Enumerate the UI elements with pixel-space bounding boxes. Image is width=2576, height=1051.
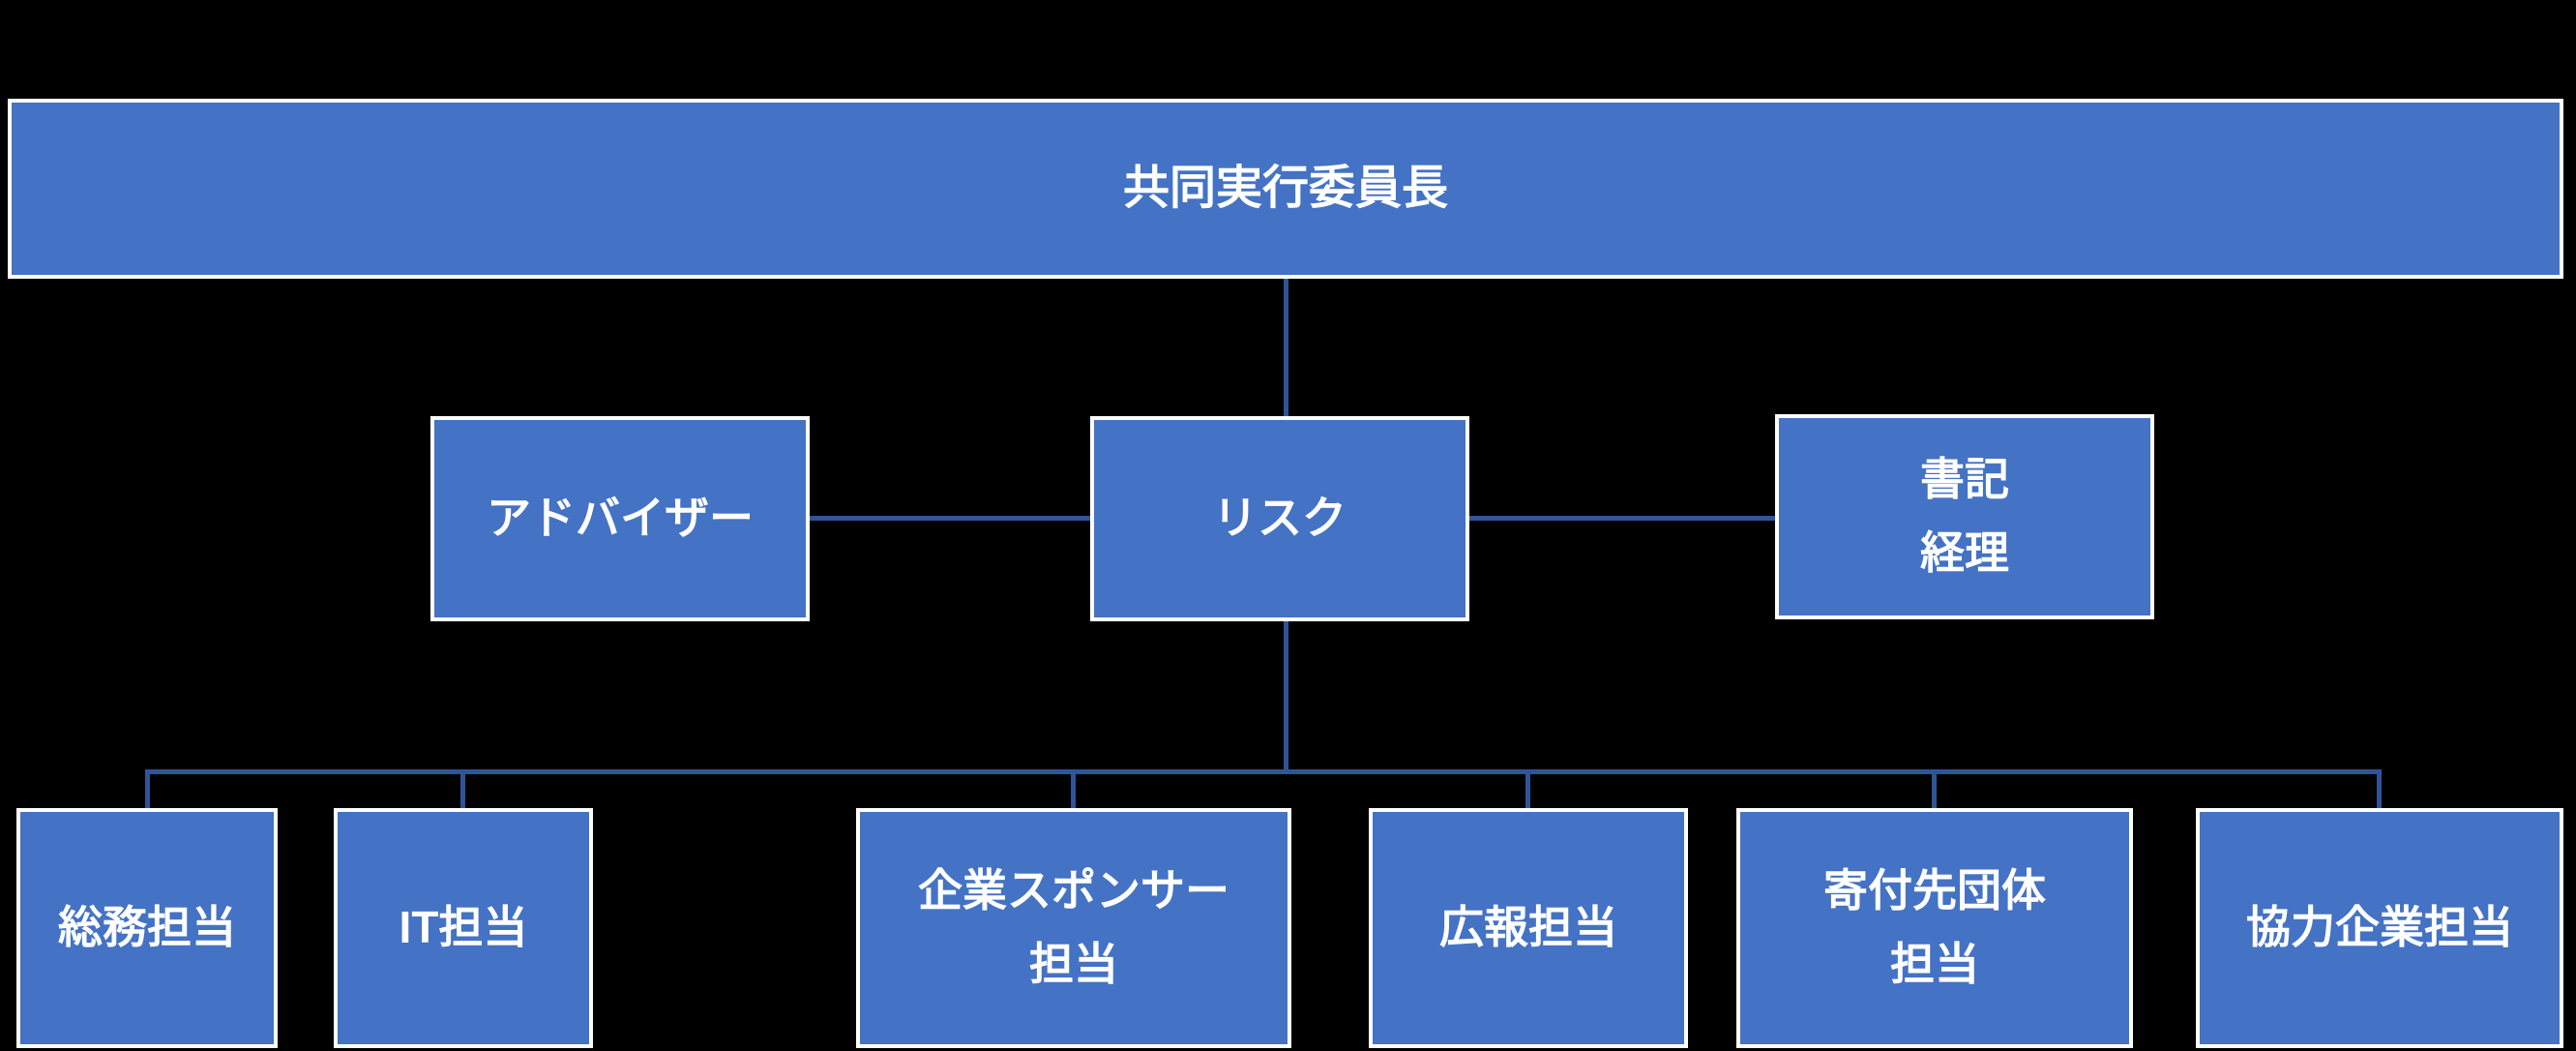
node-partner-companies: 協力企業担当 [2196, 808, 2563, 1048]
node-partner-companies-label: 協力企業担当 [2246, 902, 2513, 953]
node-it-label: IT担当 [399, 902, 528, 953]
connector-drop-corporate-sponsor [1071, 771, 1076, 810]
node-general-affairs: 総務担当 [16, 808, 278, 1048]
node-secretary-label: 書記 [1920, 454, 2009, 505]
node-chair-label: 共同実行委員長 [1122, 163, 1448, 215]
connector-risk-to-bus [1284, 619, 1288, 771]
node-donation-recipients-label-line2: 担当 [1890, 939, 1979, 989]
connector-drop-donation-recipients [1932, 771, 1937, 810]
connector-drop-partner-companies [2377, 771, 2382, 810]
node-chair: 共同実行委員長 [8, 99, 2563, 279]
node-advisor: アドバイザー [430, 416, 810, 621]
connector-advisor-to-risk [808, 516, 1093, 521]
node-donation-recipients-label-line1: 寄付先団体 [1823, 865, 2046, 916]
connector-drop-it [460, 771, 465, 810]
connector-chair-to-risk [1284, 276, 1288, 418]
node-corporate-sponsor-label-line1: 企業スポンサー [918, 865, 1229, 916]
node-risk-label: リスク [1213, 493, 1347, 544]
node-it: IT担当 [334, 808, 593, 1048]
node-risk: リスク [1090, 416, 1469, 621]
node-secretary-accounting: 書記 経理 [1775, 414, 2154, 619]
connector-risk-to-secretary [1466, 516, 1778, 521]
node-corporate-sponsor: 企業スポンサー 担当 [856, 808, 1291, 1048]
node-advisor-label: アドバイザー [487, 493, 754, 544]
node-public-relations-label: 広報担当 [1439, 902, 1617, 953]
node-donation-recipients: 寄付先団体 担当 [1736, 808, 2133, 1048]
node-general-affairs-label: 総務担当 [58, 902, 236, 953]
connector-bus [145, 769, 2382, 774]
node-corporate-sponsor-label-line2: 担当 [1029, 939, 1118, 989]
connector-drop-general-affairs [145, 771, 150, 810]
node-accounting-label: 経理 [1920, 527, 2009, 578]
node-public-relations: 広報担当 [1369, 808, 1688, 1048]
connector-drop-public-relations [1525, 771, 1530, 810]
